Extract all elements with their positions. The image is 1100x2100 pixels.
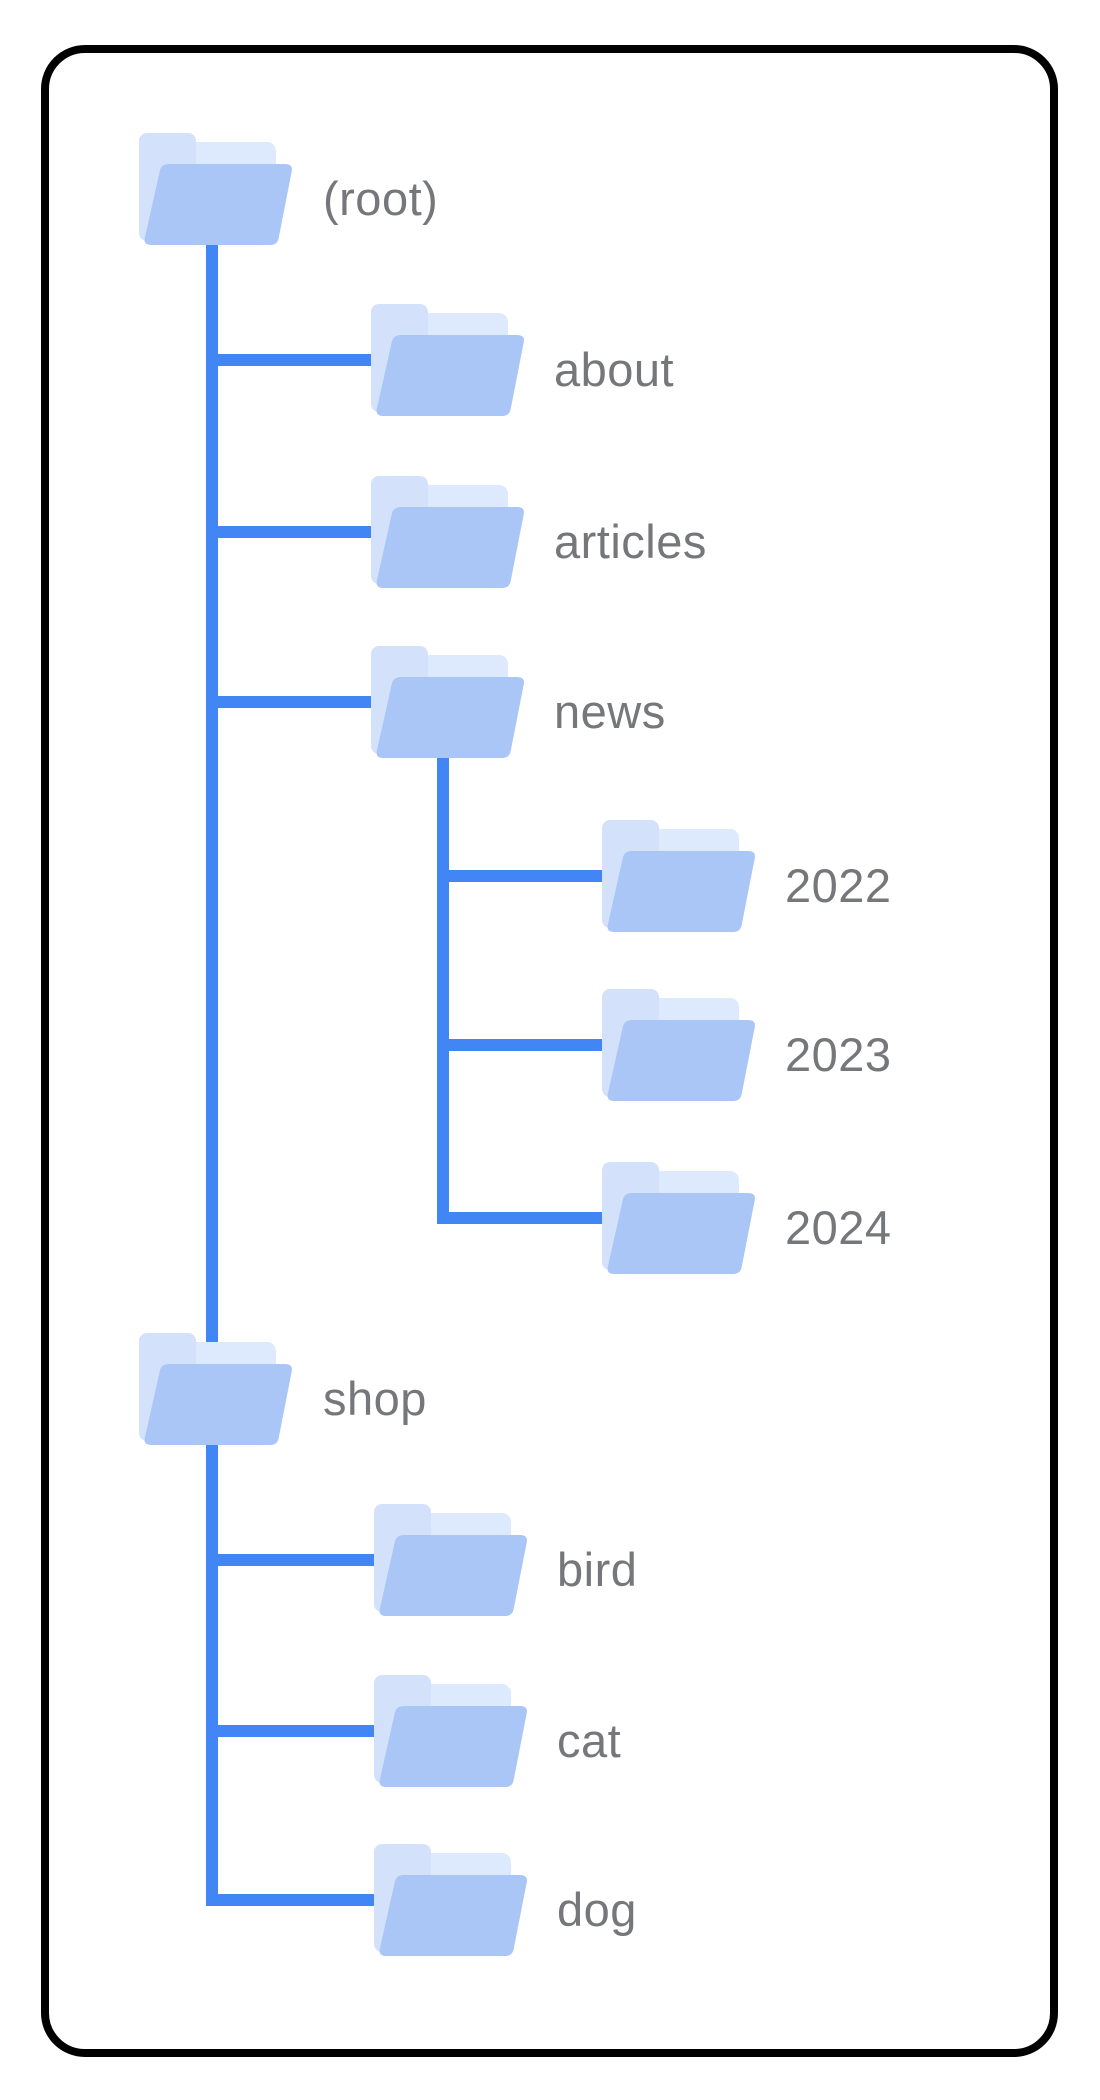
folder-icon-2023 — [602, 989, 755, 1101]
folder-icon-shop — [139, 1333, 292, 1445]
connector-line-branch-cat — [206, 1725, 380, 1737]
rounded-border-frame — [41, 45, 1058, 2057]
folder-label-cat: cat — [557, 1714, 622, 1767]
folder-label-news: news — [554, 685, 666, 738]
connector-line-branch-articles — [206, 526, 380, 538]
connector-line-branch-news — [206, 696, 380, 708]
folder-icon-about — [371, 304, 524, 416]
folder-icon-articles — [371, 476, 524, 588]
folder-icon-cat — [374, 1675, 527, 1787]
folder-icon-dog — [374, 1844, 527, 1956]
connector-line-branch-2022 — [437, 870, 611, 882]
folder-label-bird: bird — [557, 1543, 638, 1596]
connector-line-branch-about — [206, 354, 380, 366]
folder-label-root: (root) — [323, 172, 439, 225]
folder-label-about: about — [554, 343, 675, 396]
folder-icon-2024 — [602, 1162, 755, 1274]
folder-label-2023: 2023 — [785, 1028, 892, 1081]
connector-line-trunk-root — [206, 244, 218, 1906]
folder-label-dog: dog — [557, 1883, 637, 1936]
folder-icon-2022 — [602, 820, 755, 932]
connector-line-branch-bird — [206, 1554, 380, 1566]
connector-line-branch-2024 — [437, 1212, 611, 1224]
connector-line-branch-2023 — [437, 1039, 611, 1051]
folder-label-2022: 2022 — [785, 859, 892, 912]
folder-label-articles: articles — [554, 515, 707, 568]
folder-label-shop: shop — [323, 1372, 427, 1425]
connector-line-branch-dog — [206, 1894, 380, 1906]
folder-icon-bird — [374, 1504, 527, 1616]
folder-icon-news — [371, 646, 524, 758]
folder-label-2024: 2024 — [785, 1201, 892, 1254]
folder-icon-root — [139, 133, 292, 245]
connector-line-trunk-news — [437, 752, 449, 1224]
